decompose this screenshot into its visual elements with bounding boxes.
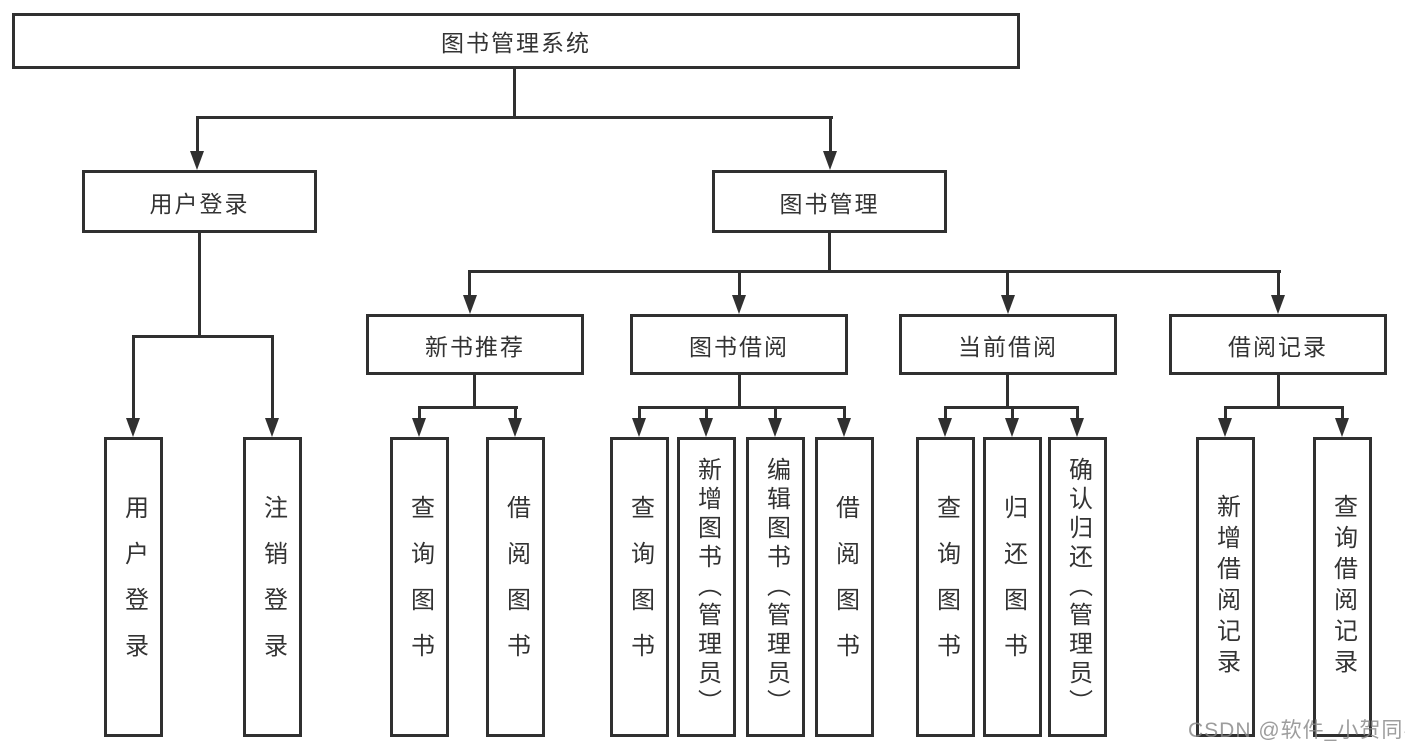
connector-line	[1277, 270, 1280, 297]
connector-line	[418, 406, 421, 419]
connector-line	[196, 116, 199, 153]
node-borrow-records: 借阅记录	[1169, 314, 1387, 375]
connector-line	[196, 116, 833, 119]
arrow-down-icon	[1335, 418, 1349, 437]
node-root-label: 图书管理系统	[441, 30, 591, 56]
arrow-down-icon	[1070, 418, 1084, 437]
node-new-book-recommend: 新书推荐	[366, 314, 584, 375]
arrow-down-icon	[1001, 295, 1015, 314]
leaf-label: 确认归还（管理员）	[1064, 456, 1092, 718]
node-leaf-confirm-return-admin: 确认归还（管理员）	[1048, 437, 1107, 737]
arrow-down-icon	[412, 418, 426, 437]
arrow-down-icon	[126, 418, 140, 437]
arrow-down-icon	[190, 151, 204, 170]
node-leaf-add-borrow-record: 新增借阅记录	[1196, 437, 1255, 737]
node-current-borrow: 当前借阅	[899, 314, 1117, 375]
leaf-label: 借阅图书	[502, 495, 530, 679]
node-leaf-edit-book-admin: 编辑图书（管理员）	[746, 437, 805, 737]
connector-line	[1224, 406, 1227, 419]
connector-line	[418, 406, 518, 409]
node-leaf-borrow-book-recommend: 借阅图书	[486, 437, 545, 737]
arrow-down-icon	[823, 151, 837, 170]
node-borrow-records-label: 借阅记录	[1228, 333, 1328, 360]
node-book-borrow: 图书借阅	[630, 314, 848, 375]
node-book-management-label: 图书管理	[779, 190, 880, 217]
connector-line	[638, 406, 641, 419]
arrow-down-icon	[699, 418, 713, 437]
arrow-down-icon	[837, 418, 851, 437]
node-leaf-return-book: 归还图书	[983, 437, 1042, 737]
leaf-label: 查询图书	[932, 495, 960, 679]
connector-line	[944, 406, 947, 419]
connector-line	[843, 406, 846, 419]
connector-line	[1076, 406, 1079, 419]
leaf-label: 用户登录	[120, 495, 148, 679]
node-leaf-add-book-admin: 新增图书（管理员）	[677, 437, 736, 737]
arrow-down-icon	[508, 418, 522, 437]
arrow-down-icon	[938, 418, 952, 437]
node-leaf-borrow-book: 借阅图书	[815, 437, 874, 737]
leaf-label: 新增借阅记录	[1212, 494, 1240, 680]
node-book-borrow-label: 图书借阅	[689, 333, 789, 360]
node-leaf-query-book-borrow: 查询图书	[610, 437, 669, 737]
node-current-borrow-label: 当前借阅	[958, 333, 1058, 360]
arrow-down-icon	[1271, 295, 1285, 314]
node-leaf-query-book-recommend: 查询图书	[390, 437, 449, 737]
connector-line	[198, 233, 201, 337]
leaf-label: 查询图书	[406, 495, 434, 679]
csdn-watermark: CSDN @软件_小贺同学	[1188, 719, 1405, 742]
connector-line	[1224, 406, 1344, 409]
connector-line	[738, 375, 741, 408]
leaf-label: 新增图书（管理员）	[693, 456, 721, 718]
arrow-down-icon	[463, 295, 477, 314]
connector-line	[774, 406, 777, 419]
node-leaf-query-borrow-record: 查询借阅记录	[1313, 437, 1372, 737]
arrow-down-icon	[265, 418, 279, 437]
arrow-down-icon	[732, 295, 746, 314]
node-leaf-logout: 注销登录	[243, 437, 302, 737]
connector-line	[473, 375, 476, 408]
connector-line	[705, 406, 708, 419]
arrow-down-icon	[1005, 418, 1019, 437]
leaf-label: 借阅图书	[831, 495, 859, 679]
connector-line	[1341, 406, 1344, 419]
arrow-down-icon	[768, 418, 782, 437]
node-root: 图书管理系统	[12, 13, 1020, 69]
arrow-down-icon	[1218, 418, 1232, 437]
connector-line	[468, 270, 471, 297]
connector-line	[829, 116, 832, 153]
connector-line	[132, 335, 274, 338]
connector-line	[1006, 375, 1009, 408]
connector-line	[1006, 270, 1009, 297]
node-user-login-label: 用户登录	[149, 190, 250, 217]
connector-line	[468, 270, 1281, 273]
node-book-management: 图书管理	[712, 170, 947, 233]
connector-line	[132, 335, 135, 419]
node-leaf-user-login: 用户登录	[104, 437, 163, 737]
leaf-label: 查询图书	[626, 495, 654, 679]
node-user-login: 用户登录	[82, 170, 317, 233]
leaf-label: 查询借阅记录	[1329, 494, 1357, 680]
connector-line	[638, 406, 846, 409]
arrow-down-icon	[632, 418, 646, 437]
node-leaf-query-book-current: 查询图书	[916, 437, 975, 737]
connector-line	[738, 270, 741, 297]
connector-line	[828, 233, 831, 272]
connector-line	[1277, 375, 1280, 408]
node-new-book-recommend-label: 新书推荐	[425, 333, 525, 360]
connector-line	[271, 335, 274, 419]
connector-line	[513, 69, 516, 117]
leaf-label: 归还图书	[999, 495, 1027, 679]
connector-line	[514, 406, 517, 419]
connector-line	[1011, 406, 1014, 419]
leaf-label: 编辑图书（管理员）	[762, 456, 790, 718]
leaf-label: 注销登录	[259, 495, 287, 679]
